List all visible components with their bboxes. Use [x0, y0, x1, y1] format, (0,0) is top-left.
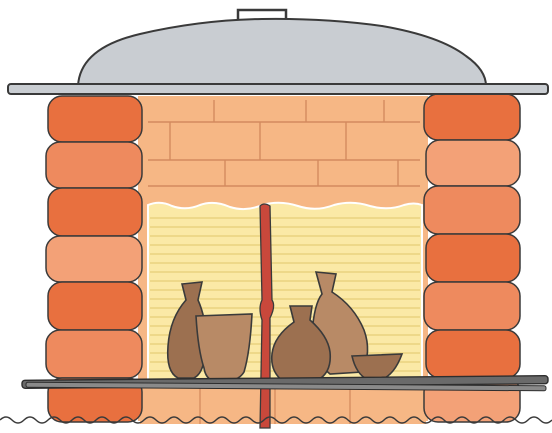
- brick: [424, 282, 520, 330]
- brick: [48, 96, 142, 142]
- brick: [48, 188, 142, 236]
- brick: [424, 94, 520, 140]
- lid: [8, 10, 548, 94]
- brick: [426, 234, 520, 282]
- brick: [48, 282, 142, 330]
- brick: [426, 140, 520, 186]
- jar-wide: [196, 314, 252, 382]
- brick: [46, 330, 142, 378]
- brick-wall-right: [424, 94, 520, 422]
- brick: [46, 236, 142, 282]
- lower-back-bricks: [140, 386, 426, 424]
- lid-rim: [8, 84, 548, 94]
- brick-wall-left: [46, 96, 142, 422]
- brick: [426, 330, 520, 378]
- brick: [46, 142, 142, 188]
- brick: [424, 186, 520, 234]
